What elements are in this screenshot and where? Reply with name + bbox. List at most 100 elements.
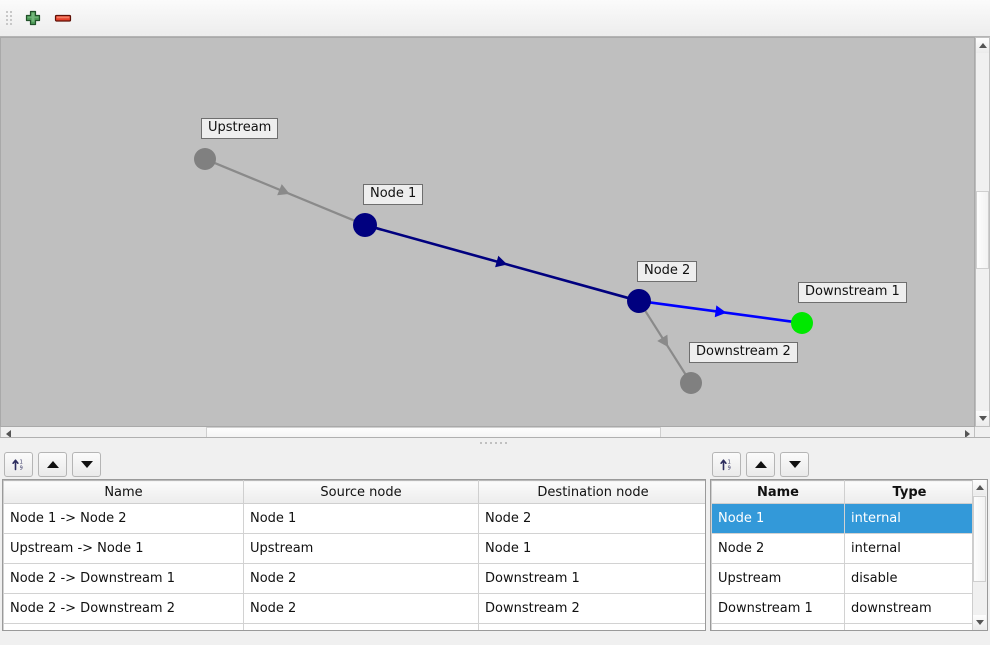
nodes-panel: 1 9 Name [708,449,990,645]
nodes-move-down-button[interactable] [780,451,809,477]
graph-edge-arrowhead [495,255,508,268]
nodes-table-header-row: Name Type [711,480,975,504]
graph-node-downstream1[interactable] [791,312,813,334]
scroll-down-button[interactable] [976,411,989,426]
scroll-up-button[interactable] [976,38,989,53]
scroll-right-button[interactable] [960,427,974,441]
table-cell[interactable]: Node 2 [243,563,479,594]
scroll-right-arrow-icon [964,430,970,438]
graph-edge-arrowhead [657,334,669,348]
scroll-up-arrow-icon [978,43,987,48]
edges-table[interactable]: Name Source node Destination node Node 1… [3,480,705,630]
scroll-up-arrow-icon [975,485,984,490]
table-cell[interactable]: Downstream 1 [478,563,705,594]
table-cell[interactable]: Node 2 -> Downstream 2 [3,593,244,624]
vertical-scroll-thumb[interactable] [976,191,989,269]
green-plus-icon [25,10,41,26]
table-cell[interactable]: Upstream [243,533,479,564]
table-cell[interactable]: Downstream 2 [478,593,705,624]
svg-text:9: 9 [20,465,23,471]
triangle-up-icon [46,460,59,468]
graph-node-upstream[interactable] [194,148,216,170]
nodes-scroll-down-button[interactable] [973,615,986,630]
table-cell[interactable]: Upstream -> Node 1 [3,533,244,564]
edges-column-destination[interactable]: Destination node [478,480,705,504]
scroll-left-button[interactable] [1,427,15,441]
red-minus-icon [54,14,72,22]
edges-move-down-button[interactable] [72,451,101,477]
edges-toolbar: 1 9 [0,449,708,479]
nodes-move-up-button[interactable] [746,451,775,477]
graph-node-label-node1[interactable]: Node 1 [363,184,424,205]
triangle-down-icon [80,460,93,468]
toolbar-drag-handle[interactable] [4,7,13,29]
table-cell-empty [243,623,479,630]
graph-drawing [194,148,813,394]
table-cell[interactable]: Downstream 1 [711,593,845,624]
nodes-column-name[interactable]: Name [711,480,845,504]
table-cell[interactable]: Node 1 [243,503,479,534]
svg-text:1: 1 [728,459,731,465]
table-cell[interactable]: Node 2 [478,503,705,534]
scroll-down-arrow-icon [975,620,984,625]
graph-node-label-downstream2[interactable]: Downstream 2 [689,342,798,363]
table-cell[interactable]: Upstream [711,563,845,594]
graph-node-label-downstream1[interactable]: Downstream 1 [798,282,907,303]
edges-table-frame: Name Source node Destination node Node 1… [2,479,706,631]
table-cell[interactable]: Node 2 -> Downstream 1 [3,563,244,594]
table-cell-empty [3,623,244,630]
graph-node-label-upstream[interactable]: Upstream [201,118,279,139]
bottom-panels: 1 9 Name Source node [0,449,990,645]
table-cell[interactable]: Node 2 [243,593,479,624]
table-cell[interactable]: internal [844,503,975,534]
panel-splitter[interactable] [0,437,990,449]
nodes-scroll-up-button[interactable] [973,480,986,495]
graph-edge-arrowhead [714,305,727,318]
triangle-down-icon [788,460,801,468]
edges-panel: 1 9 Name Source node [0,449,708,645]
scroll-left-arrow-icon [5,430,11,438]
nodes-column-type[interactable]: Type [844,480,975,504]
triangle-up-icon [754,460,767,468]
edges-column-name[interactable]: Name [3,480,244,504]
table-cell[interactable]: Node 1 [711,503,845,534]
table-cell[interactable]: internal [844,533,975,564]
nodes-scroll-thumb[interactable] [973,496,986,582]
splitter-grip-icon [480,442,510,444]
remove-node-button[interactable] [48,3,78,33]
table-cell[interactable]: Node 1 [478,533,705,564]
graph-node-node2[interactable] [627,289,651,313]
table-cell[interactable]: Node 2 [711,533,845,564]
edges-sort-button[interactable]: 1 9 [4,451,33,477]
graph-edge-arrowhead [277,184,290,196]
edges-move-up-button[interactable] [38,451,67,477]
table-cell[interactable]: downstream [844,593,975,624]
nodes-table-scrollbar[interactable] [972,480,987,630]
graph-node-label-node2[interactable]: Node 2 [637,261,698,282]
edges-column-source[interactable]: Source node [243,480,479,504]
nodes-toolbar: 1 9 [708,449,990,479]
graph-node-node1[interactable] [353,213,377,237]
nodes-sort-button[interactable]: 1 9 [712,451,741,477]
table-cell[interactable]: Node 1 -> Node 2 [3,503,244,534]
sort-ascending-icon: 1 9 [720,459,731,471]
add-node-button[interactable] [18,3,48,33]
table-cell[interactable]: disable [844,563,975,594]
graph-node-downstream2[interactable] [680,372,702,394]
graph-vertical-scrollbar[interactable] [975,37,990,427]
table-empty-row [711,623,975,630]
